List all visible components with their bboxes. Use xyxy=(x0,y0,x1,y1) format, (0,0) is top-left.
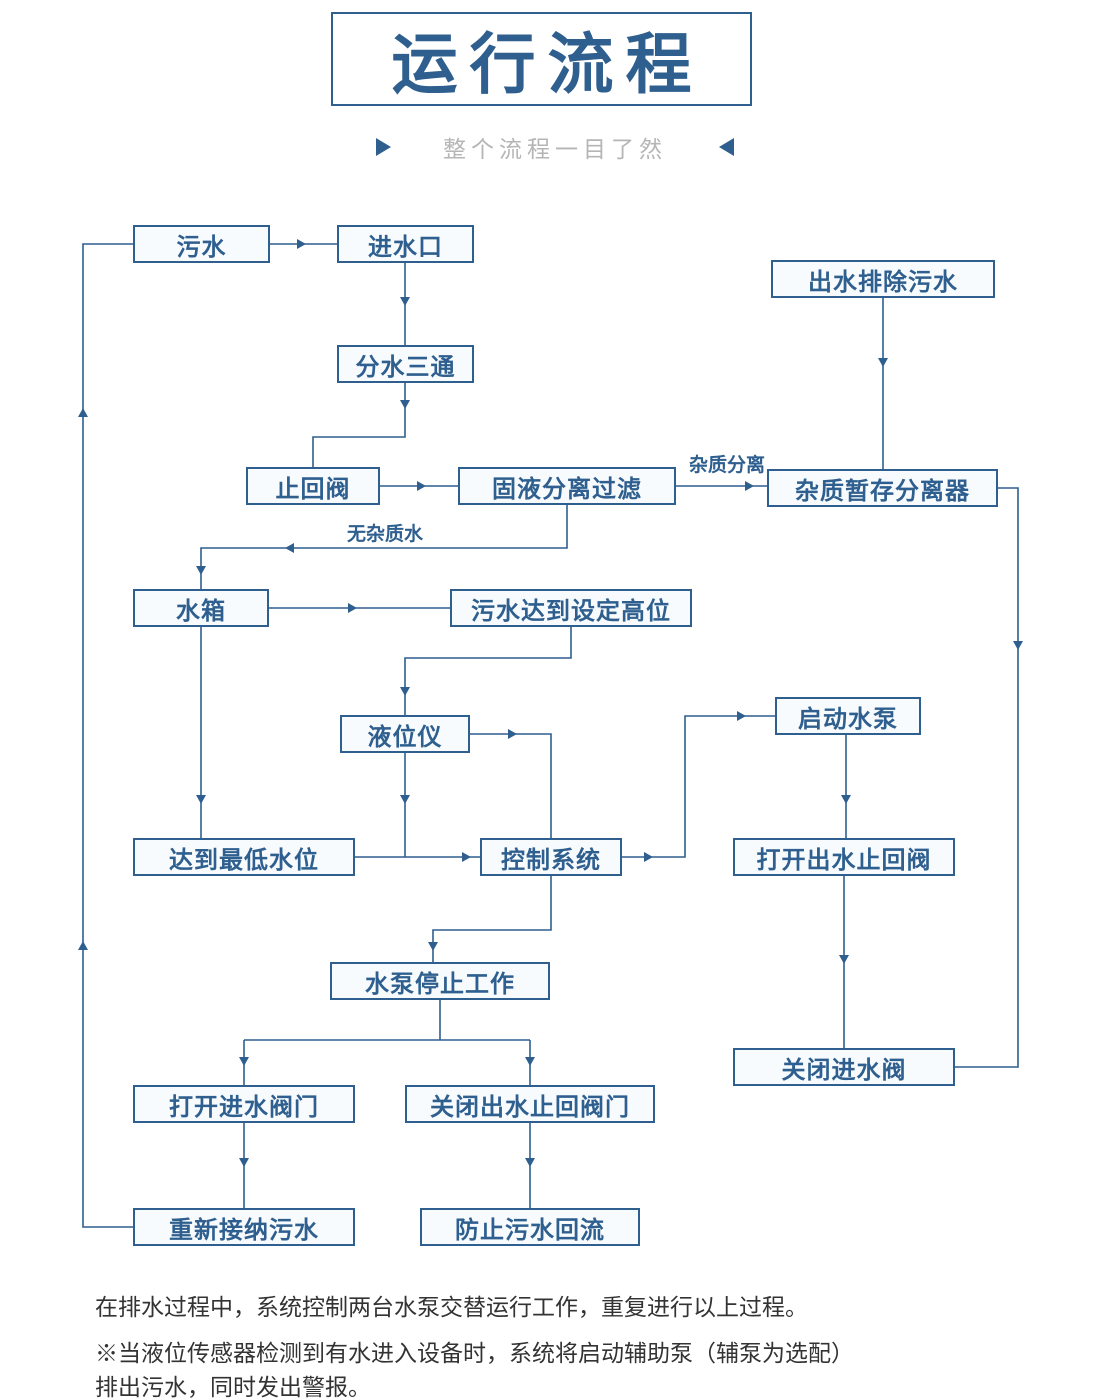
arrowhead xyxy=(196,566,206,575)
arrowhead xyxy=(508,729,517,739)
arrowhead xyxy=(196,795,206,804)
flow-node-control-system: 控制系统 xyxy=(480,838,622,876)
arrowhead xyxy=(841,795,851,804)
pointer-right-icon xyxy=(376,138,391,156)
page-subtitle: 整个流程一目了然 xyxy=(443,136,667,162)
arrowhead xyxy=(78,408,88,417)
edge-level-gauge-control-system xyxy=(470,733,552,838)
arrowhead xyxy=(462,852,471,862)
flow-node-low-level: 达到最低水位 xyxy=(133,838,355,876)
arrowhead xyxy=(239,1057,249,1066)
edge-impurity-separator-close-inlet-valve xyxy=(955,487,1019,1068)
subtitle-row: 整个流程一目了然 xyxy=(0,130,1110,164)
flow-node-reaccept-sewage: 重新接纳污水 xyxy=(133,1208,355,1246)
footer-notes: 在排水过程中，系统控制两台水泵交替运行工作，重复进行以上过程。 ※当液位传感器检… xyxy=(95,1290,1055,1399)
arrowhead xyxy=(428,942,438,951)
arrowhead xyxy=(878,358,888,367)
arrowhead xyxy=(400,297,410,306)
flow-node-check-valve: 止回阀 xyxy=(246,467,380,505)
flow-node-high-level: 污水达到设定高位 xyxy=(450,589,692,627)
footer-line-1: 在排水过程中，系统控制两台水泵交替运行工作，重复进行以上过程。 xyxy=(95,1294,808,1320)
arrowhead xyxy=(78,941,88,950)
arrowhead xyxy=(400,795,410,804)
flow-node-inlet: 进水口 xyxy=(337,225,474,263)
edge-pump-stop-split xyxy=(243,1000,531,1085)
flow-node-outlet-discharge: 出水排除污水 xyxy=(771,260,995,298)
edge-tee-check-valve xyxy=(312,383,406,467)
edge-high-level-level-gauge xyxy=(404,627,572,715)
flow-node-sewage: 污水 xyxy=(133,225,270,263)
flow-node-pump-stop: 水泵停止工作 xyxy=(330,962,550,1000)
edge-control-system-pump-stop xyxy=(432,876,552,962)
flow-node-prevent-backflow: 防止污水回流 xyxy=(420,1208,640,1246)
flow-node-water-tank: 水箱 xyxy=(133,589,269,627)
arrowhead xyxy=(745,481,754,491)
edge-label-clean-water: 无杂质水 xyxy=(347,523,424,545)
flow-node-level-gauge: 液位仪 xyxy=(340,715,470,753)
arrowhead xyxy=(297,239,306,249)
arrowhead xyxy=(1013,641,1023,650)
flow-node-close-outlet-check-valve: 关闭出水止回阀门 xyxy=(405,1085,655,1123)
arrowhead xyxy=(525,1057,535,1066)
arrowhead xyxy=(525,1158,535,1167)
flow-node-open-outlet-check-valve: 打开出水止回阀 xyxy=(733,838,955,876)
pointer-left-icon xyxy=(719,138,734,156)
footer-line-2: ※当液位传感器检测到有水进入设备时，系统将启动辅助泵（辅泵为选配） xyxy=(95,1340,854,1366)
page-title: 运行流程 xyxy=(391,27,704,101)
flow-node-start-pump: 启动水泵 xyxy=(775,697,921,735)
flow-node-open-inlet-valve: 打开进水阀门 xyxy=(133,1085,355,1123)
arrowhead xyxy=(285,543,294,553)
arrowhead xyxy=(400,400,410,409)
arrowhead xyxy=(239,1158,249,1167)
arrowhead xyxy=(737,711,746,721)
arrowhead xyxy=(644,852,653,862)
flow-node-solid-liquid-filter: 固液分离过滤 xyxy=(458,467,676,505)
edge-label-impurity-separation: 杂质分离 xyxy=(689,453,765,476)
title-frame: 运行流程 xyxy=(331,12,752,106)
flow-node-tee: 分水三通 xyxy=(337,345,474,383)
edge-reaccept-sewage-loop-to-sewage xyxy=(82,243,133,1228)
edge-filter-water-tank xyxy=(200,505,568,589)
footer-line-3: 排出污水，同时发出警报。 xyxy=(95,1374,371,1399)
arrowhead xyxy=(400,687,410,696)
arrowhead xyxy=(839,955,849,964)
flow-node-impurity-separator: 杂质暂存分离器 xyxy=(767,469,998,507)
flow-node-close-inlet-valve: 关闭进水阀 xyxy=(733,1048,955,1086)
edge-control-system-start-pump xyxy=(622,715,775,858)
arrowhead xyxy=(348,603,357,613)
arrowhead xyxy=(417,481,426,491)
